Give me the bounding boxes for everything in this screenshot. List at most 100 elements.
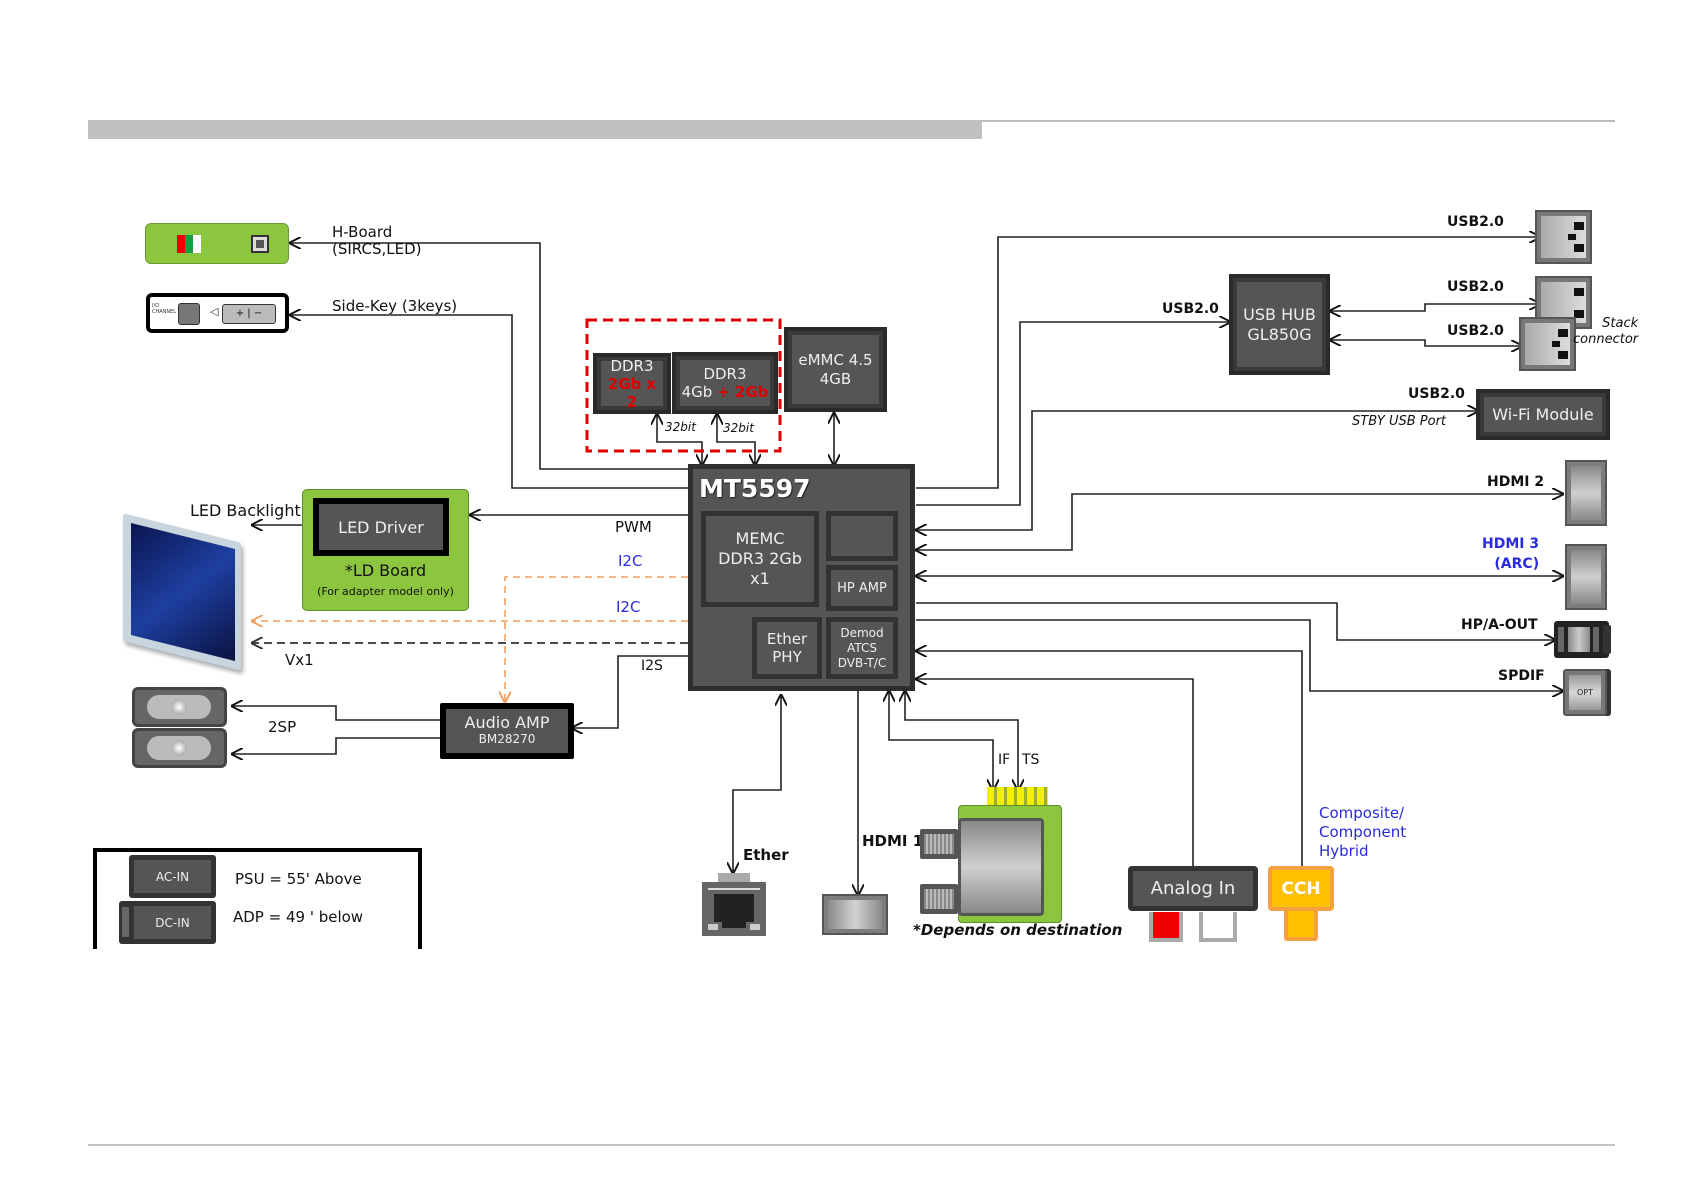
ld-board: LED Driver *LD Board (For adapter model … — [302, 489, 469, 611]
hdmi2-port — [1565, 460, 1607, 526]
cch-label: CCH — [1281, 878, 1321, 899]
wire-hp-aout — [916, 602, 1555, 640]
memc-line2: DDR3 2Gb x1 — [718, 549, 802, 588]
usb-top-label: USB2.0 — [1447, 214, 1504, 230]
wire-speaker-1 — [232, 706, 440, 721]
composite-label: Composite/ Component Hybrid — [1319, 804, 1407, 860]
speaker-2 — [132, 728, 227, 768]
soc-mt5597: MT5597 MEMC DDR3 2Gb x1 HP AMP Ether PHY… — [688, 464, 915, 691]
wire-side-key — [290, 315, 688, 489]
bus-width-b: 32bit — [723, 421, 754, 435]
demod-line3: DVB-T/C — [837, 655, 887, 670]
rca-white — [1199, 912, 1237, 942]
usb-hub: USB HUB GL850G — [1229, 274, 1330, 375]
ac-in-block: AC-IN — [129, 855, 216, 898]
cch-plug — [1284, 907, 1318, 941]
ac-in-label: AC-IN — [134, 860, 211, 893]
ld-board-label: *LD Board — [344, 561, 427, 580]
led-red — [177, 235, 185, 253]
i2s-label: I2S — [641, 658, 663, 674]
power-key-icon — [178, 303, 200, 325]
bus-width-a: 32bit — [665, 420, 696, 434]
ether-phy-block: Ether PHY — [752, 617, 822, 679]
adp-note: ADP = 49 ' below — [233, 908, 364, 926]
hp-aout-label: HP/A-OUT — [1461, 617, 1538, 633]
usb-port-stack-1 — [1535, 276, 1592, 329]
ddr3-b-line2b: + 2Gb — [717, 383, 769, 401]
ether-phy-line1: Ether — [766, 630, 808, 648]
rca-red — [1149, 912, 1183, 942]
i2c-label-1: I2C — [618, 552, 643, 570]
psu-note: PSU = 55' Above — [235, 870, 362, 888]
wire-spdif — [916, 619, 1563, 691]
analog-in: Analog In — [1128, 866, 1258, 911]
usb-hub-in-label: USB2.0 — [1162, 301, 1219, 317]
led-driver-label: LED Driver — [319, 504, 443, 550]
two-sp-label: 2SP — [268, 718, 297, 736]
i2c-label-2: I2C — [616, 598, 641, 616]
tuner-pins — [987, 787, 1048, 807]
ether-phy-line2: PHY — [772, 648, 802, 666]
wire-i2s — [572, 655, 688, 728]
wire-speaker-2 — [232, 737, 440, 754]
audio-amp: Audio AMP BM28270 — [440, 703, 574, 759]
demod-block: Demod ATCS DVB-T/C — [826, 617, 898, 679]
tuner-can — [958, 818, 1044, 916]
wire-usb-top — [916, 237, 1540, 489]
volume-rocker-icon: + | − — [222, 304, 276, 324]
ether-label: Ether — [743, 846, 789, 864]
volume-icon: ◁ — [210, 305, 219, 318]
led-green — [185, 235, 193, 253]
dc-in-block: DC-IN — [119, 901, 216, 944]
ddr-upgrade-outline — [585, 318, 782, 453]
spdif-port: OPT — [1563, 669, 1607, 716]
spdif-label: SPDIF — [1498, 668, 1545, 684]
h-board — [145, 223, 289, 264]
usb-hub-line2: GL850G — [1247, 324, 1312, 344]
audio-amp-face: Audio AMP BM28270 — [446, 709, 568, 753]
ld-board-note: (For adapter model only) — [317, 585, 454, 598]
ts-label: TS — [1022, 752, 1040, 768]
footer-rule — [88, 1144, 1615, 1146]
ethernet-port — [702, 873, 766, 936]
ir-sensor-icon — [251, 235, 269, 253]
ddr3-chip-a: DDR3 2Gb x 2 — [593, 353, 671, 414]
wifi-module: Wi-Fi Module — [1476, 389, 1610, 440]
header-bar — [88, 120, 982, 139]
power-legend-frame — [93, 848, 422, 949]
hdmi2-label: HDMI 2 — [1487, 474, 1545, 490]
wire-analog-in — [916, 679, 1194, 870]
pwm-label: PWM — [615, 518, 652, 536]
demod-line2: ATCS — [847, 640, 877, 655]
cch-connector: CCH — [1268, 866, 1334, 911]
hp-aout-jack — [1554, 621, 1611, 658]
wire-usb-hub — [916, 322, 1230, 506]
emmc-chip: eMMC 4.5 4GB — [784, 327, 887, 412]
side-key-tiny-text: I/O CHANNEL — [152, 303, 177, 315]
audio-amp-line1: Audio AMP — [464, 713, 550, 732]
wire-i2c-amp — [505, 576, 688, 702]
emmc-line2: 4GB — [819, 369, 852, 388]
rf-connector-1 — [920, 829, 958, 859]
memc-block: MEMC DDR3 2Gb x1 — [701, 511, 819, 607]
audio-amp-line2: BM28270 — [478, 732, 536, 746]
wire-ddr-b — [717, 414, 755, 465]
analog-in-label: Analog In — [1133, 871, 1253, 906]
h-board-label: H-Board (SIRCS,LED) — [332, 223, 422, 258]
stack-connector-label: Stack connector — [1573, 316, 1639, 347]
wire-cch — [916, 651, 1303, 870]
rf-connector-2 — [920, 884, 958, 914]
side-key-board: I/O CHANNEL ◁ + | − — [146, 293, 289, 333]
usb-port-top — [1535, 210, 1592, 264]
lcd-panel-image — [115, 513, 243, 671]
hdmi3-label: HDMI 3 (ARC) — [1482, 536, 1540, 572]
memc-line1: MEMC — [735, 529, 785, 548]
ddr3-b-line1: DDR3 — [703, 365, 747, 383]
emmc-line1: eMMC 4.5 — [798, 350, 873, 369]
hdmi3-port — [1565, 544, 1607, 610]
tuner — [920, 780, 1062, 925]
wifi-module-label: Wi-Fi Module — [1484, 397, 1602, 432]
wire-ddr-a — [657, 414, 702, 465]
spdif-opt-label: OPT — [1569, 675, 1601, 710]
wire-ts — [905, 691, 1018, 790]
